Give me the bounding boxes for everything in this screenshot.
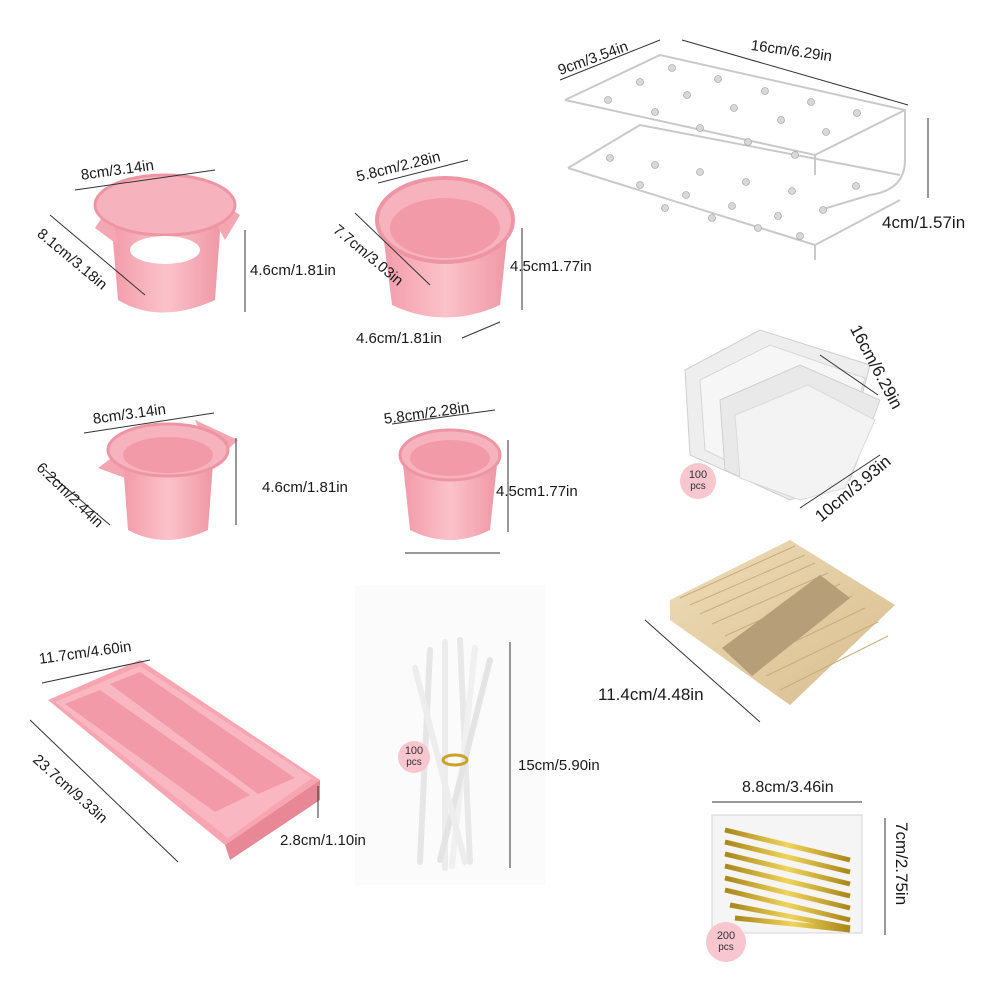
bags-count-unit: pcs bbox=[690, 480, 706, 492]
bags-count-badge: 100 pcs bbox=[680, 463, 716, 499]
small-cup-height-label: 4.5cm1.77in bbox=[496, 483, 578, 500]
oval-cup-bottom-label: 4.6cm/1.81in bbox=[356, 330, 442, 347]
acrylic-stand-image bbox=[564, 53, 906, 260]
stand-height-label: 4cm/1.57in bbox=[882, 213, 966, 232]
oval-cup-image bbox=[375, 176, 515, 318]
twist-ties-width-label: 8.8cm/3.46in bbox=[742, 779, 834, 796]
twist-ties-count-unit: pcs bbox=[718, 941, 734, 953]
small-cup-image bbox=[398, 428, 502, 540]
twist-ties-height-label: 7cm/2.75in bbox=[892, 822, 911, 906]
long-tray-image bbox=[48, 660, 320, 860]
large-cup-image bbox=[93, 173, 240, 313]
pop-sticks-length-label: 15cm/5.90in bbox=[518, 757, 600, 774]
bags-count-number: 100 bbox=[688, 468, 708, 481]
lollipop-sticks-image bbox=[355, 585, 545, 885]
medium-cup-height-label: 4.6cm/1.81in bbox=[262, 479, 348, 496]
twist-ties-count-number: 200 bbox=[716, 929, 736, 942]
medium-cup-image bbox=[98, 420, 238, 540]
pop-sticks-count-unit: pcs bbox=[406, 756, 422, 768]
twist-ties-image bbox=[711, 814, 863, 934]
oval-cup-height-label: 4.5cm1.77in bbox=[510, 258, 592, 275]
treat-bags-image bbox=[684, 329, 881, 501]
twist-ties-count-badge: 200 pcs bbox=[706, 922, 746, 962]
tray-height-label: 2.8cm/1.10in bbox=[280, 832, 366, 849]
sticks-length-label: 11.4cm/4.48in bbox=[598, 685, 704, 704]
dimension-lines bbox=[29, 39, 929, 935]
wooden-sticks-image bbox=[670, 540, 895, 705]
pop-sticks-count-badge: 100 pcs bbox=[398, 741, 430, 773]
large-cup-height-label: 4.6cm/1.81in bbox=[250, 262, 336, 279]
pop-sticks-count-number: 100 bbox=[404, 744, 424, 757]
